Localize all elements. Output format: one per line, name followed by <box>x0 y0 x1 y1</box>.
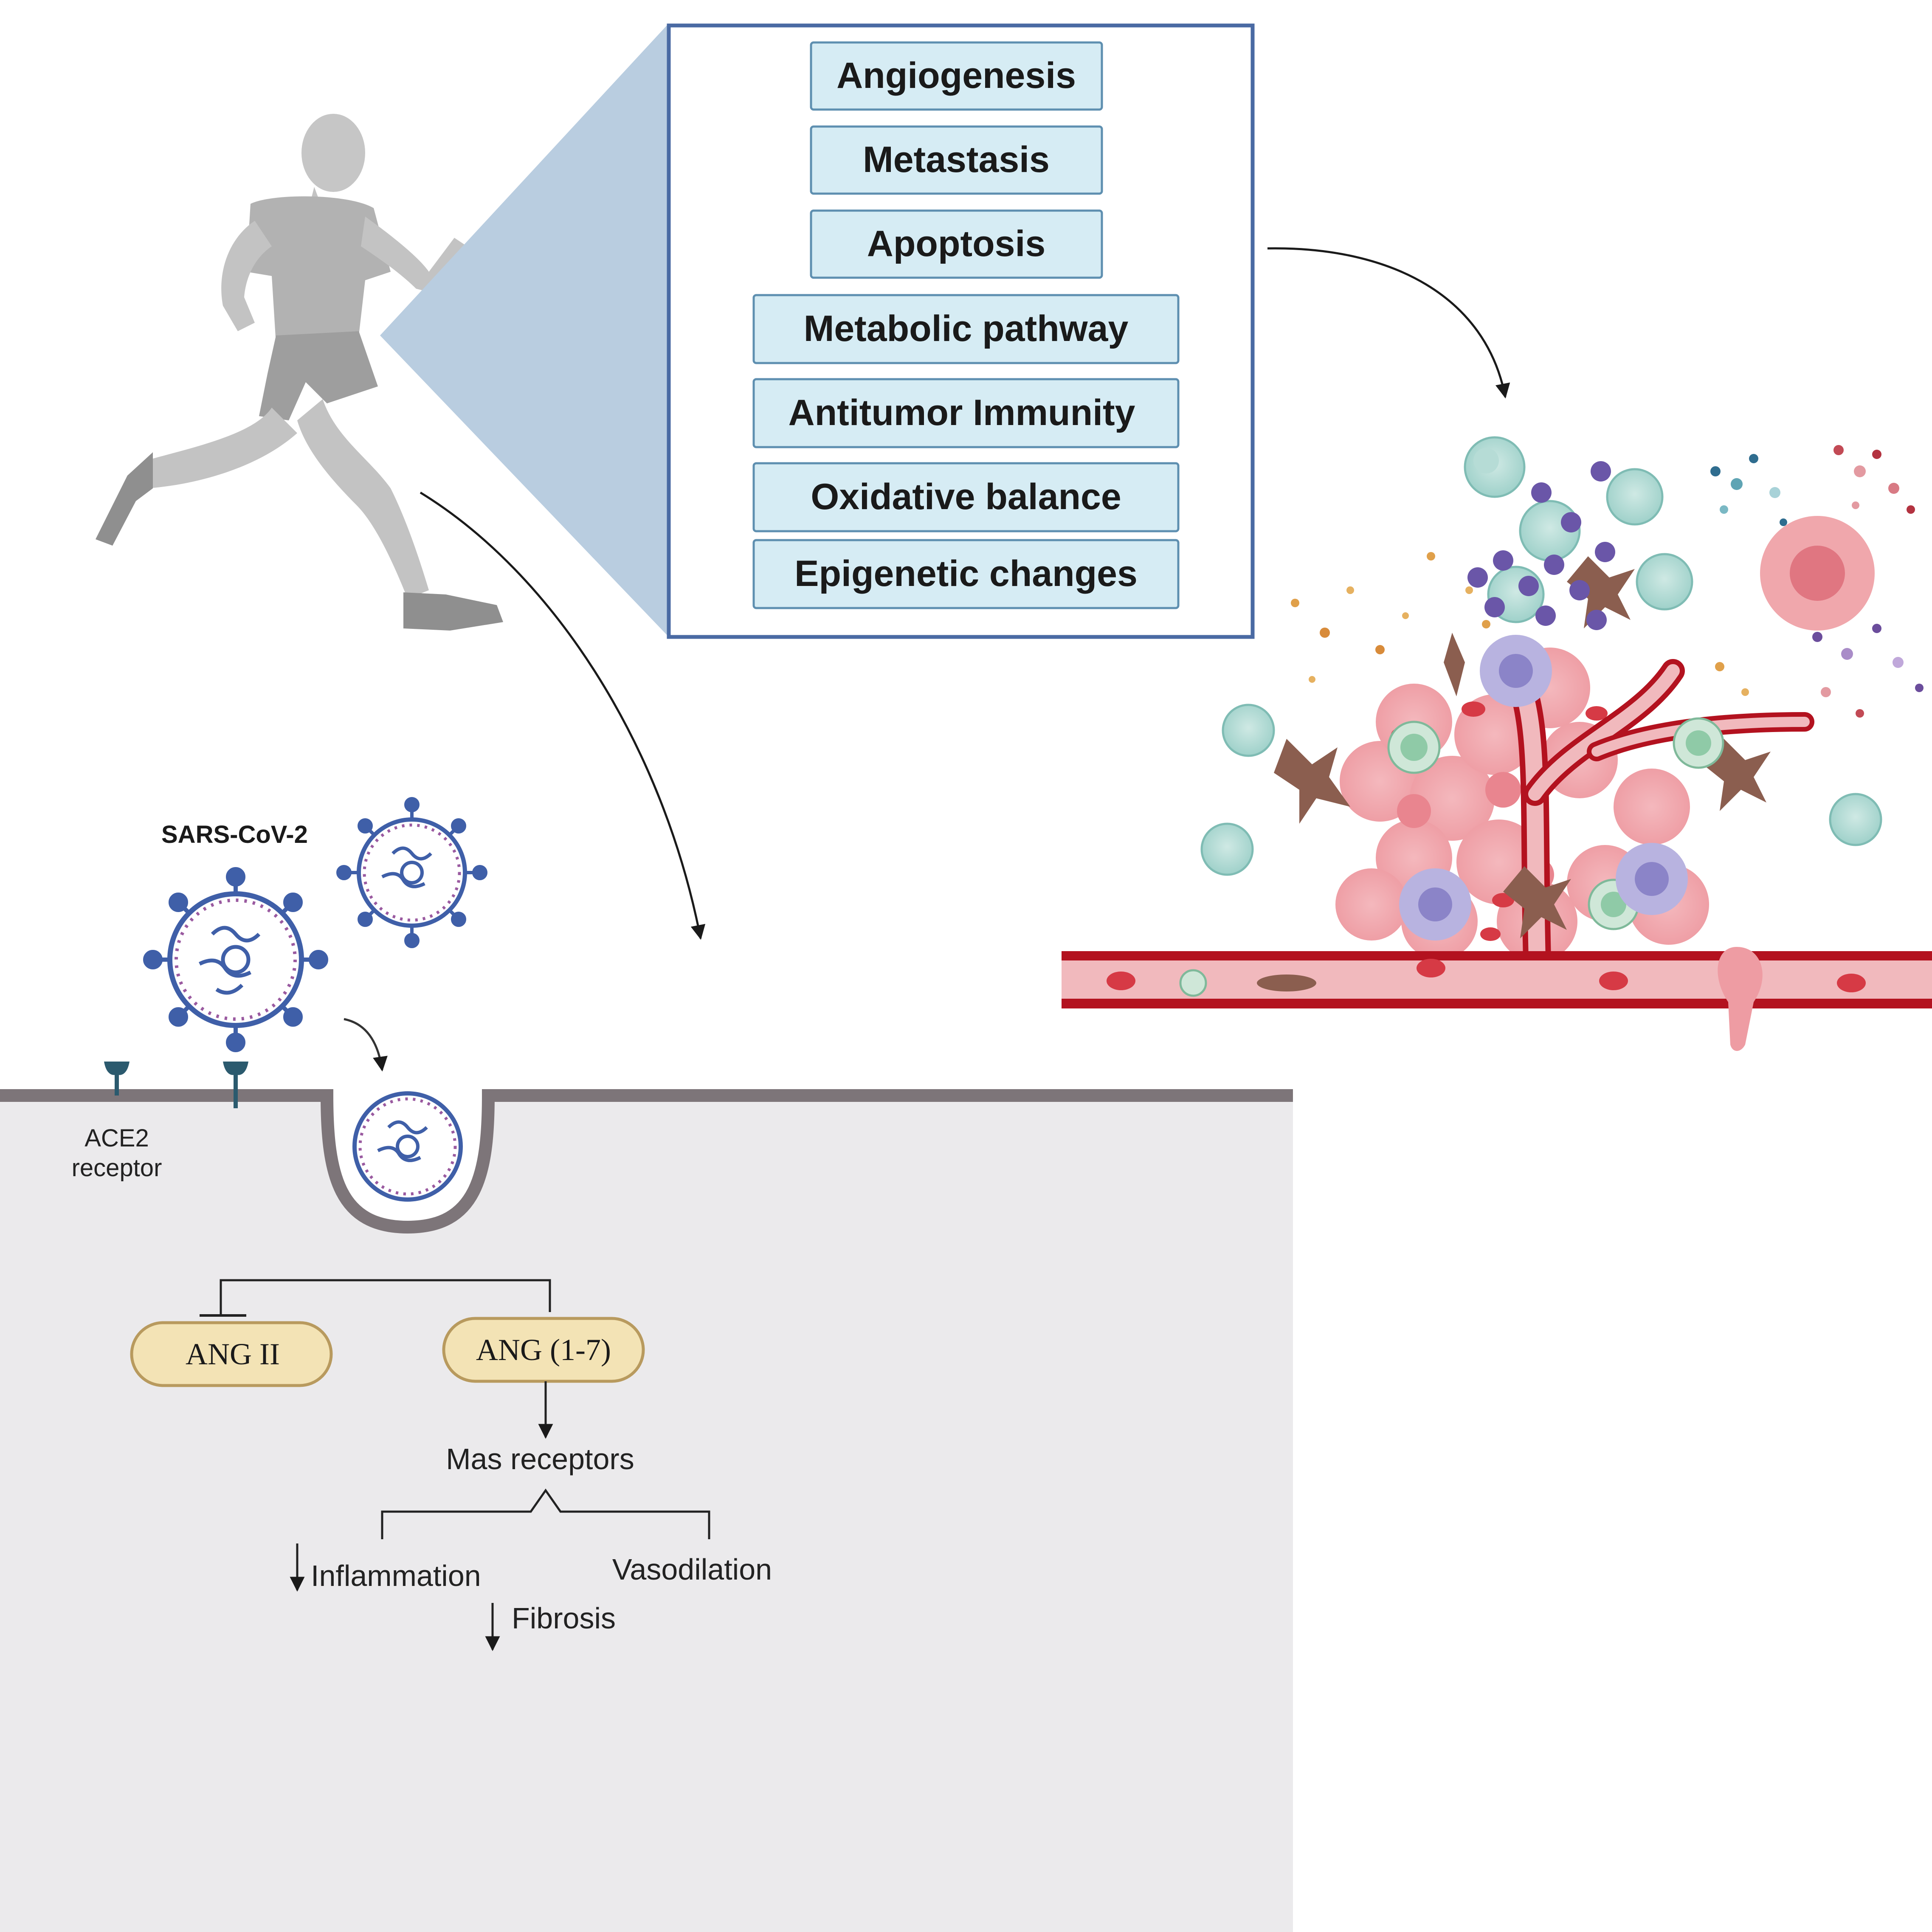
effect-label-oxidative-balance: Oxidative balance <box>811 476 1121 517</box>
host-cell <box>0 1089 1293 1932</box>
ace2-receptor-label-line2: receptor <box>72 1154 162 1182</box>
dendritic-cells <box>1399 635 1688 941</box>
cell-membrane <box>0 1089 1293 1234</box>
macrophage <box>1760 516 1875 631</box>
effect-box-metastasis: Metastasis <box>810 125 1103 195</box>
ace2-receptor-right <box>223 1062 248 1108</box>
ace2-receptor-left <box>104 1062 130 1096</box>
effect-label-antitumor-immunity: Antitumor Immunity <box>789 392 1135 433</box>
effect-box-antitumor-immunity: Antitumor Immunity <box>752 378 1180 448</box>
fibrosis-label: Fibrosis <box>512 1602 616 1635</box>
immune-cells <box>1200 436 1882 930</box>
runner-front-leg <box>297 399 429 599</box>
effect-label-metabolic-pathway: Metabolic pathway <box>804 308 1129 349</box>
ang17-box <box>442 1317 645 1383</box>
virus-particle-large <box>143 867 328 1052</box>
inflammation-label: Inflammation <box>311 1559 481 1592</box>
virus-label: SARS-CoV-2 <box>161 821 308 848</box>
effect-label-apoptosis: Apoptosis <box>867 223 1045 264</box>
ang2-label: ANG II <box>186 1337 280 1371</box>
arrow-to-cell <box>420 491 706 940</box>
effect-box-oxidative-balance: Oxidative balance <box>752 462 1180 532</box>
virus-particle-endocytosed <box>352 1091 463 1202</box>
virus-particle-small <box>336 797 487 948</box>
ang2-box <box>130 1321 333 1387</box>
runner-back-leg <box>149 408 297 488</box>
virus-entry-arrow <box>344 1018 388 1072</box>
effect-box-apoptosis: Apoptosis <box>810 209 1103 279</box>
ras-pathway: ANG II ANG (1-7) Mas receptors Inflammat… <box>130 1279 772 1651</box>
effect-label-angiogenesis: Angiogenesis <box>836 55 1076 96</box>
effect-label-metastasis: Metastasis <box>863 139 1050 180</box>
runner-back-arm <box>221 221 272 331</box>
projection-beam <box>380 23 669 637</box>
arrow-to-tumor <box>1267 247 1510 399</box>
effect-box-angiogenesis: Angiogenesis <box>810 41 1103 111</box>
effects-panel: Angiogenesis Metastasis Apoptosis Metabo… <box>667 23 1255 639</box>
ang17-label: ANG (1-7) <box>476 1333 611 1367</box>
mas-branch-bracket <box>381 1488 710 1539</box>
effect-box-metabolic-pathway: Metabolic pathway <box>752 294 1180 364</box>
inhibition-bracket <box>220 1279 551 1314</box>
runner-front-shoe <box>403 592 503 631</box>
runner-figure <box>96 114 503 631</box>
runner-shorts <box>259 331 378 420</box>
tumor-microenvironment <box>1062 436 1932 1051</box>
runner-head <box>301 114 365 192</box>
ace2-receptor-label-line1: ACE2 <box>84 1124 149 1152</box>
purple-granules <box>1467 461 1615 630</box>
vasodilation-label: Vasodilation <box>612 1553 772 1586</box>
mas-receptors-label: Mas receptors <box>446 1442 634 1476</box>
main-vessel <box>1062 947 1932 1051</box>
effect-box-epigenetic-changes: Epigenetic changes <box>752 539 1180 609</box>
effect-label-epigenetic-changes: Epigenetic changes <box>794 553 1138 594</box>
runner-back-shoe <box>96 452 153 546</box>
runner-torso <box>246 196 391 344</box>
